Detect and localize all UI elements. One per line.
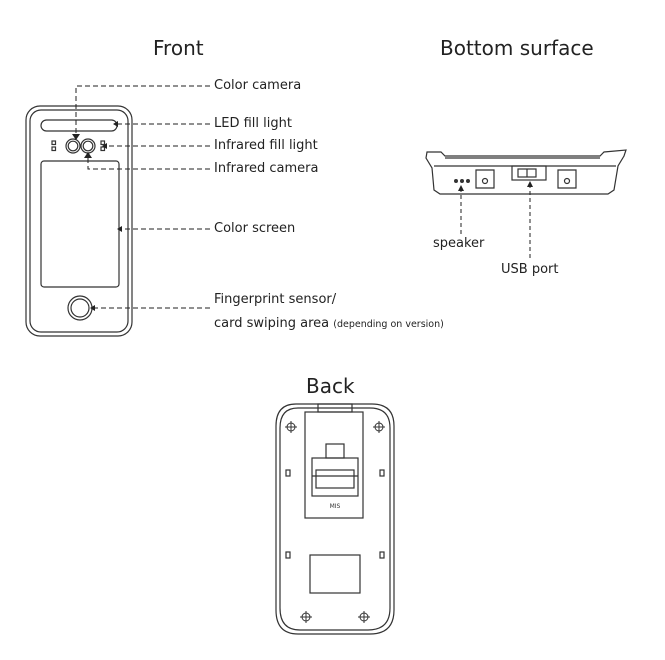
bottom-surface-device <box>425 149 627 195</box>
infrared-fill-light-left-icon <box>51 140 57 146</box>
back-connector-panel <box>304 411 364 519</box>
front-device-inner-bezel <box>29 109 129 333</box>
back-device-outline <box>275 403 395 635</box>
back-cable-plug-inner <box>315 469 355 489</box>
infrared-camera-lens-inner <box>82 140 94 152</box>
color-camera-leader <box>75 85 210 136</box>
left-mount-bracket <box>475 169 495 189</box>
back-connector-mark: MIS <box>330 503 341 510</box>
led-fill-light-bar <box>40 119 118 132</box>
color-screen-arrow-icon <box>117 226 122 232</box>
speaker-label: speaker <box>433 236 485 251</box>
color-camera-lens <box>65 138 81 154</box>
back-device <box>275 403 395 635</box>
infrared-camera-leader <box>87 157 210 170</box>
left-mount-screw <box>481 177 489 185</box>
led-fill-light-label: LED fill light <box>214 116 292 131</box>
bottom-surface-title: Bottom surface <box>440 36 594 60</box>
led-fill-light-arrow-icon <box>113 121 118 127</box>
fingerprint-sensor-core <box>70 298 90 318</box>
front-leader-lines <box>75 85 210 309</box>
fingerprint-arrow-icon <box>90 305 95 311</box>
speaker-hole-3 <box>466 179 471 184</box>
back-clip-right-lower <box>379 551 385 559</box>
color-camera-arrow-icon <box>72 134 80 140</box>
infrared-fill-light-right-icon <box>100 140 106 146</box>
usb-port-label: USB port <box>501 262 559 277</box>
usb-port-arrow-icon <box>527 181 533 187</box>
infrared-camera-arrow-icon <box>84 152 92 158</box>
color-camera-lens-inner <box>67 140 79 152</box>
card-swiping-text: card swiping area <box>214 316 330 331</box>
infrared-fill-light-label: Infrared fill light <box>214 138 318 153</box>
usb-port-housing <box>511 165 547 181</box>
back-label-area <box>309 554 361 594</box>
front-device <box>25 105 133 337</box>
back-clip-right-upper <box>379 469 385 477</box>
infrared-camera-label: Infrared camera <box>214 161 319 176</box>
back-cable-plug-body <box>311 457 359 497</box>
color-screen-area <box>40 160 120 288</box>
back-clip-left-lower <box>285 551 291 559</box>
speaker-hole-1 <box>454 179 459 184</box>
back-screws <box>285 421 385 623</box>
infrared-fill-light-left-icon-2 <box>51 146 57 152</box>
bottom-leader-lines <box>460 184 531 258</box>
front-device-outline <box>25 105 133 337</box>
back-clip-left-upper <box>285 469 291 477</box>
back-cable-plug-top <box>325 443 345 459</box>
bottom-surface-outline <box>425 149 627 195</box>
speaker-hole-2 <box>460 179 465 184</box>
back-title: Back <box>306 374 355 398</box>
right-mount-bracket <box>557 169 577 189</box>
color-camera-label: Color camera <box>214 78 302 93</box>
back-device-inner-outline <box>279 407 391 631</box>
color-screen-label: Color screen <box>214 221 296 236</box>
version-note: (depending on version) <box>333 319 444 330</box>
card-swiping-label: card swiping area (depending on version) <box>214 316 444 333</box>
speaker-arrow-icon <box>458 185 464 191</box>
fingerprint-sensor-label: Fingerprint sensor/ <box>214 292 337 307</box>
right-mount-screw <box>563 177 571 185</box>
infrared-fill-light-arrow-icon <box>102 143 107 149</box>
front-title: Front <box>153 36 204 60</box>
infrared-fill-light-right-icon-2 <box>100 146 106 152</box>
